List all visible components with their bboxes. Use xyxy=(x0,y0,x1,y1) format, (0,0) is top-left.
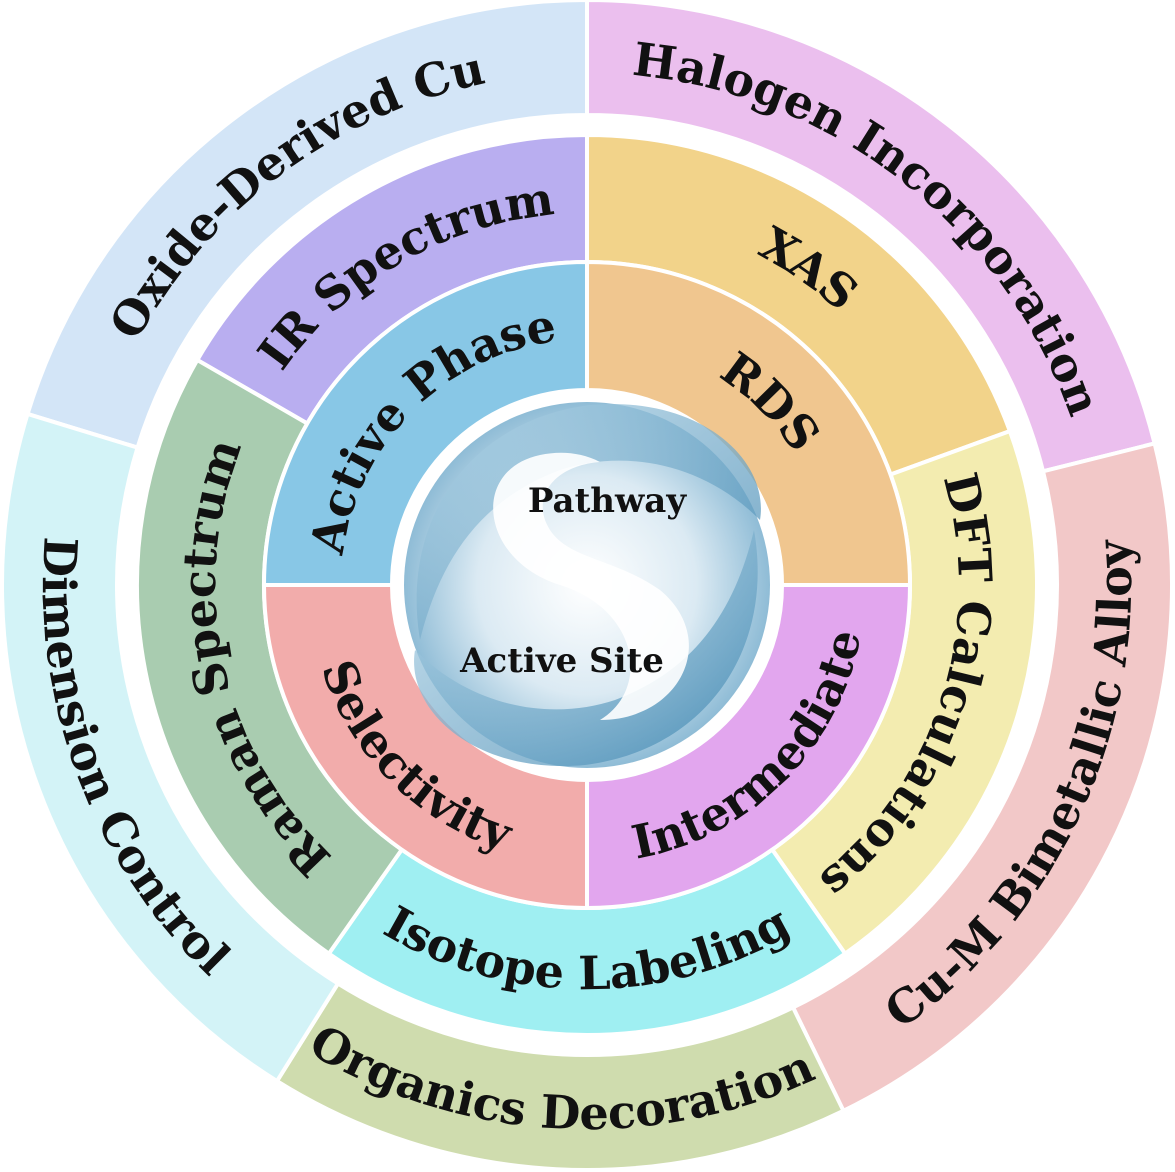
inner-segment-intermediate xyxy=(585,583,913,911)
s-curve-light xyxy=(493,452,689,720)
outer-segment-dimension-control xyxy=(0,411,341,1084)
swirl-band-upper xyxy=(416,403,761,640)
swirl-band-lower xyxy=(414,530,758,767)
center-water-swirl: Pathway Active Site xyxy=(404,402,770,768)
inner-segment-active-phase xyxy=(261,259,589,587)
inner-segment-selectivity xyxy=(261,583,589,911)
center-label-active-site: Active Site xyxy=(459,641,664,681)
inner-segment-rds xyxy=(585,259,913,587)
center-label-pathway: Pathway xyxy=(528,481,687,521)
